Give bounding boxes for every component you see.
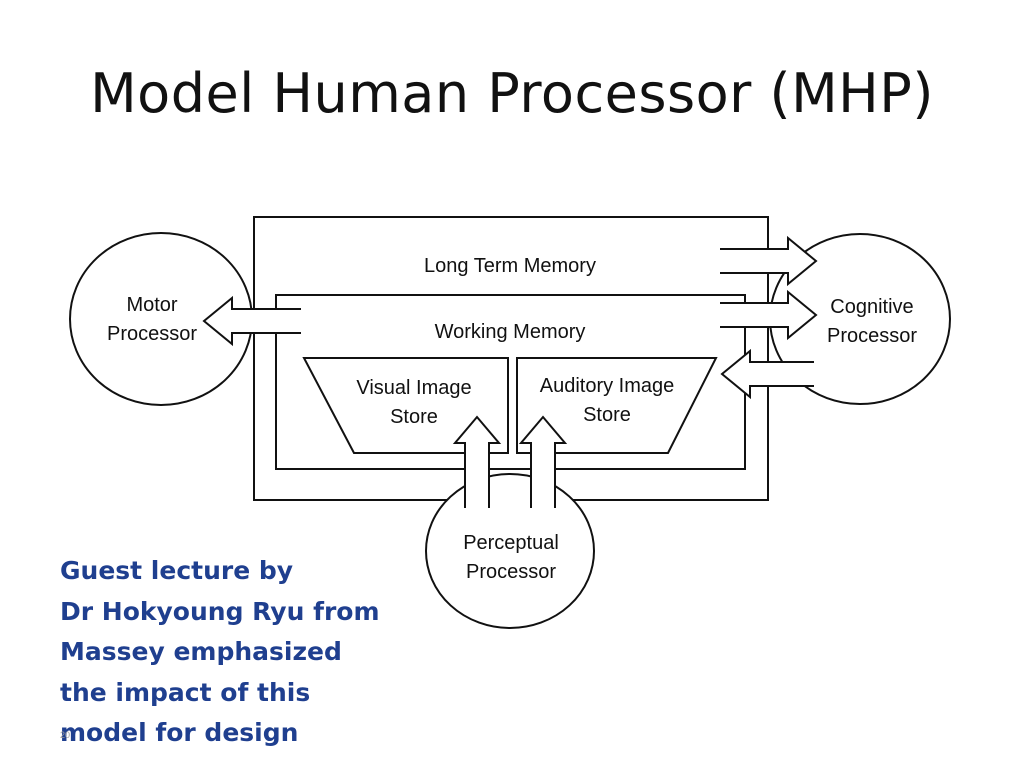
arrow-perceptual-to-auditory bbox=[518, 415, 568, 508]
caption-line: Dr Hokyoung Ryu from bbox=[60, 596, 380, 626]
perceptual-processor-label-line2: Processor bbox=[466, 561, 556, 583]
auditory-image-store-label-line1: Auditory Image bbox=[540, 375, 675, 397]
motor-processor-label-line1: Motor bbox=[126, 294, 177, 316]
motor-processor-label-line2: Processor bbox=[107, 323, 197, 345]
visual-image-store-shape bbox=[302, 357, 509, 454]
guest-lecture-caption: Guest lecture by Dr Hokyoung Ryu from Ma… bbox=[60, 551, 420, 754]
caption-line: model for design bbox=[60, 718, 299, 747]
slide-title: Model Human Processor (MHP) bbox=[90, 62, 934, 125]
working-memory-label: Working Memory bbox=[435, 321, 586, 343]
long-term-memory-label: Long Term Memory bbox=[424, 255, 596, 277]
perceptual-processor-circle bbox=[425, 473, 595, 629]
auditory-image-store-shape bbox=[516, 357, 718, 454]
visual-image-store-label-line1: Visual Image bbox=[356, 377, 471, 399]
caption-line: the impact of this bbox=[60, 677, 311, 707]
auditory-image-store-label-line2: Store bbox=[583, 404, 631, 426]
caption-line: Guest lecture by bbox=[60, 556, 294, 585]
arrow-perceptual-to-visual bbox=[452, 415, 502, 508]
perceptual-processor-label-line1: Perceptual bbox=[463, 532, 559, 554]
slide-number: 20 bbox=[60, 730, 71, 740]
cognitive-processor-label-line2: Processor bbox=[827, 325, 917, 347]
arrow-wm-to-cognitive bbox=[720, 289, 818, 341]
caption-line: Massey emphasized bbox=[60, 637, 342, 666]
arrow-to-motor-processor bbox=[202, 295, 301, 347]
arrow-ltm-to-cognitive bbox=[720, 235, 818, 287]
visual-image-store-label-line2: Store bbox=[390, 406, 438, 428]
arrow-cognitive-to-wm bbox=[720, 348, 814, 400]
cognitive-processor-label-line1: Cognitive bbox=[830, 296, 913, 318]
